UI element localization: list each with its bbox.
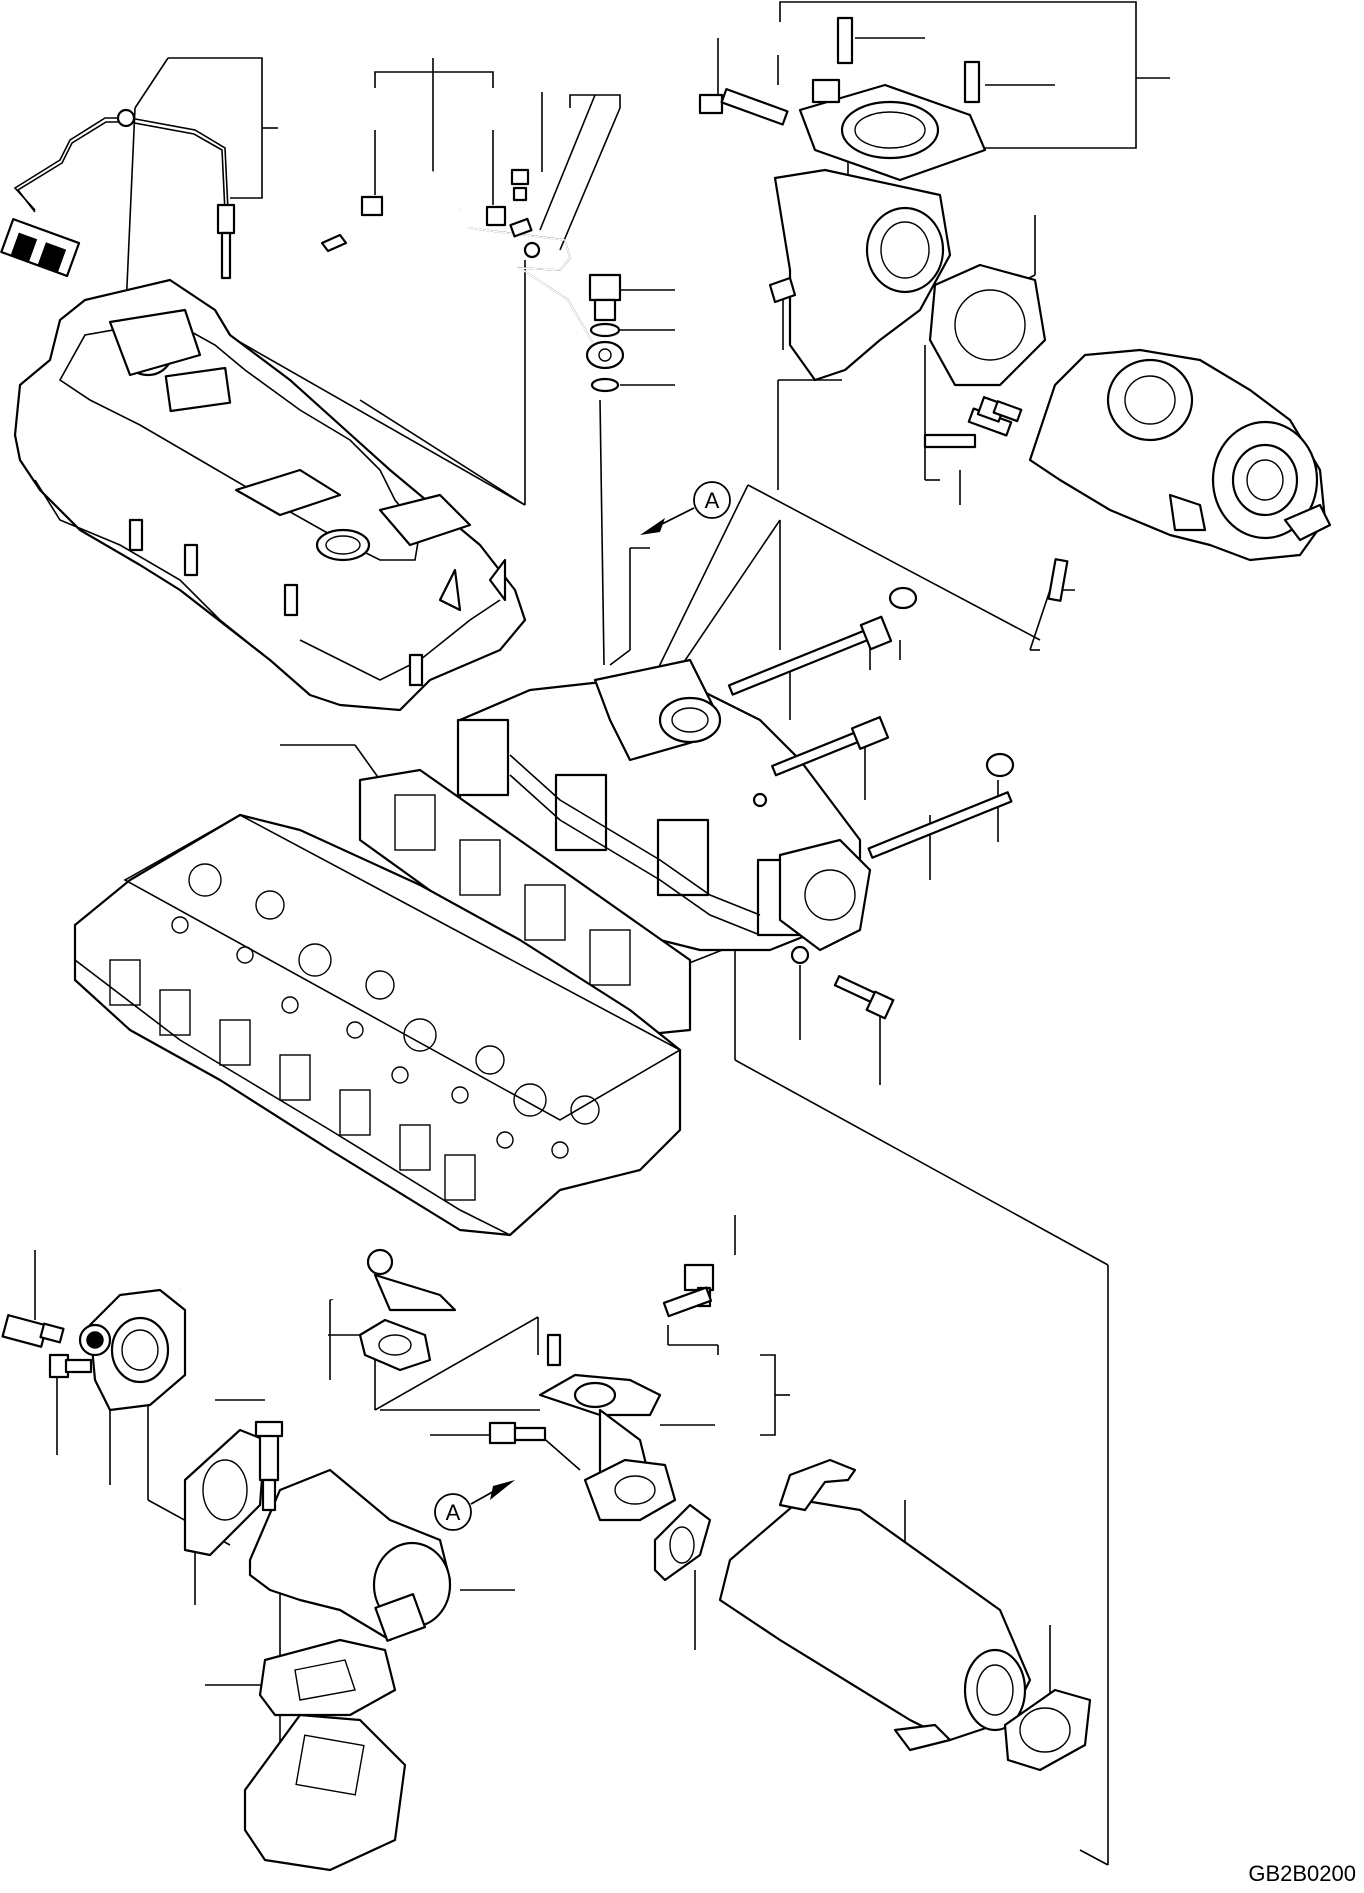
reference-mark-a-top: A [640,481,731,535]
reference-mark-a-bottom-label: A [446,1500,461,1525]
intake-elbow [698,16,987,382]
cylinder-head-icon [73,813,682,1237]
manifold-gasket [358,768,692,1037]
egr-pipe [78,1222,457,1412]
turbocharger-icon [923,348,1332,602]
banjo-bolt-set [585,273,625,393]
temp-sensor [1,1314,93,1379]
drawing-code: GB2B0200 [1248,1861,1356,1886]
rocker-cover [13,278,527,712]
egr-valve-icon [183,1420,452,1872]
reference-mark-a-top-label: A [705,488,720,513]
exhaust-manifold [456,586,1015,1020]
egr-elbow [488,1263,715,1522]
egr-flange-gasket [358,1318,432,1372]
turbo-gasket [928,263,1047,387]
breather-pipe [467,168,601,356]
coolant-hose [320,170,507,253]
reference-mark-a-bottom: A [434,1480,515,1531]
egt-sensor-icon [0,108,236,280]
egr-cooler-icon [653,1458,1092,1772]
